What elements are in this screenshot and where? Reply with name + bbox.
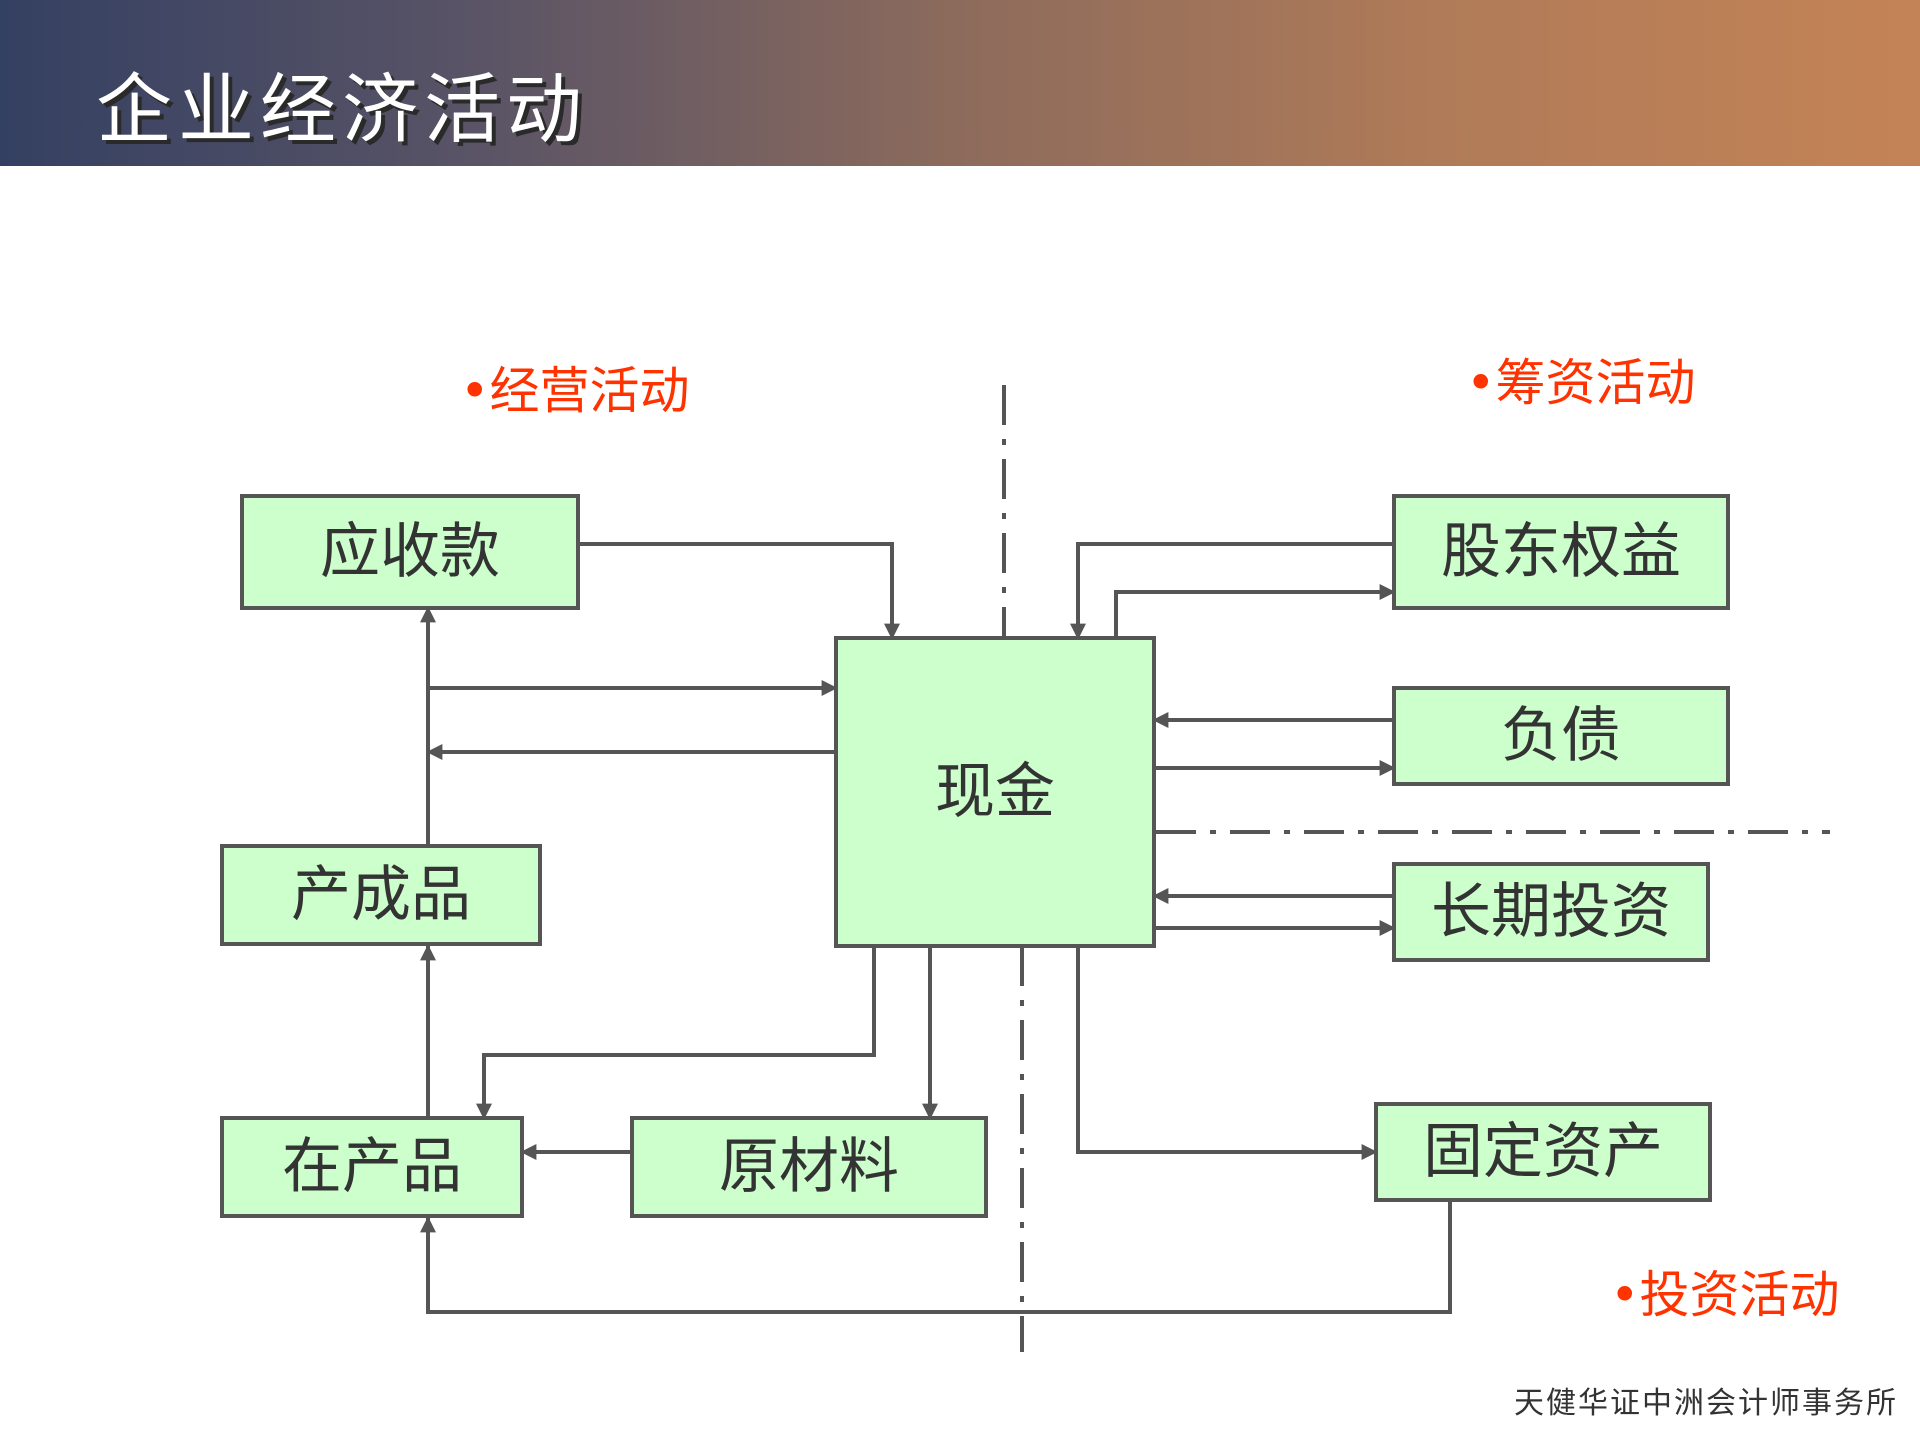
connector-equity-to-cash xyxy=(1070,542,1394,640)
box-equity-label: 股东权益 xyxy=(1441,517,1681,587)
connector-cash-to-wip xyxy=(476,946,876,1120)
footer-organization: 天健华证中洲会计师事务所 xyxy=(1514,1386,1898,1421)
connector-receivables-to-cash xyxy=(578,542,900,640)
section-label-operating: •经营活动 xyxy=(460,362,690,420)
title-bar: 企业经济活动 xyxy=(0,0,1920,166)
box-liabilities-label: 负债 xyxy=(1501,701,1621,771)
box-liabilities: 负债 xyxy=(1392,686,1730,786)
box-cash-label: 现金 xyxy=(935,757,1055,827)
box-long-term-investment-label: 长期投资 xyxy=(1431,877,1671,947)
box-equity: 股东权益 xyxy=(1392,494,1730,610)
box-receivables: 应收款 xyxy=(240,494,580,610)
section-label-financing: •筹资活动 xyxy=(1466,354,1696,412)
connector-cash-to-equity xyxy=(1114,584,1396,638)
connector-cash-to-fixed-assets xyxy=(1076,946,1378,1160)
box-raw-materials: 原材料 xyxy=(630,1116,988,1218)
box-cash: 现金 xyxy=(834,636,1156,948)
box-work-in-progress: 在产品 xyxy=(220,1116,524,1218)
box-receivables-label: 应收款 xyxy=(320,517,500,587)
box-work-in-progress-label: 在产品 xyxy=(282,1132,462,1202)
box-finished-goods-label: 产成品 xyxy=(291,860,471,930)
connector-fixed-assets-to-wip xyxy=(420,1200,1452,1314)
box-fixed-assets-label: 固定资产 xyxy=(1423,1117,1663,1187)
box-long-term-investment: 长期投资 xyxy=(1392,862,1710,962)
section-label-investing: •投资活动 xyxy=(1610,1266,1840,1324)
box-fixed-assets: 固定资产 xyxy=(1374,1102,1712,1202)
box-finished-goods: 产成品 xyxy=(220,844,542,946)
box-raw-materials-label: 原材料 xyxy=(719,1132,899,1202)
page-title: 企业经济活动 xyxy=(96,65,588,154)
